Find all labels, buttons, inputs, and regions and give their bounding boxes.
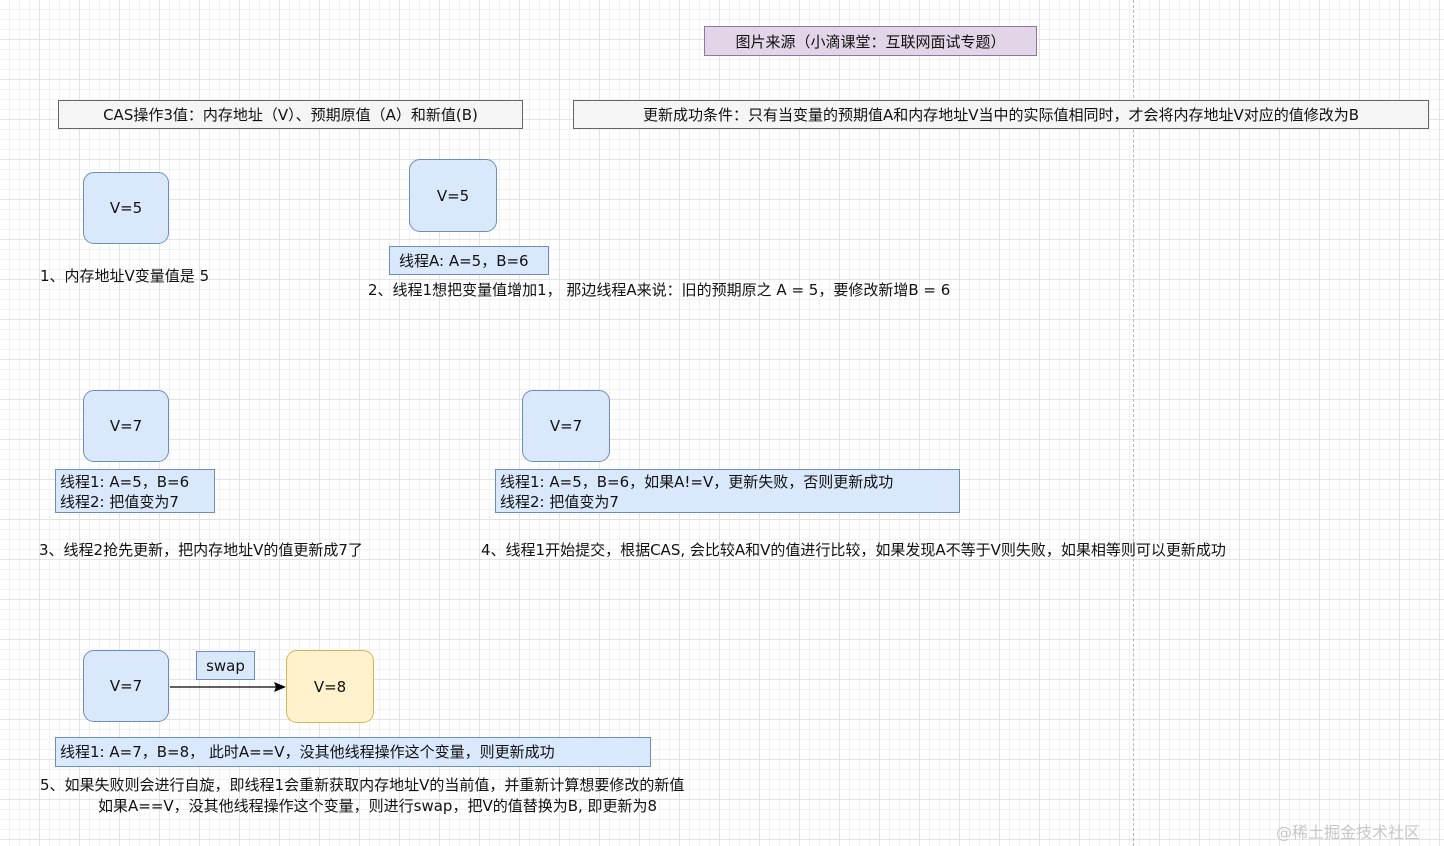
swap-label: swap (196, 651, 255, 680)
thread-a-note: 线程A: A=5，B=6 (389, 246, 549, 275)
page-boundary-guide (1133, 0, 1134, 846)
threads-note-step3: 线程1: A=5，B=6 线程2: 把值变为7 (55, 469, 215, 513)
memory-v-node-step5-new: V=8 (286, 650, 374, 723)
memory-v-node-step4: V=7 (522, 390, 610, 462)
step5-caption-line1: 5、如果失败则会进行自旋，即线程1会重新获取内存地址V的当前值，并重新计算想要修… (40, 776, 685, 794)
thread1-success-note: 线程1: A=7，B=8， 此时A==V，没其他线程操作这个变量，则更新成功 (55, 737, 651, 767)
swap-arrow (170, 682, 286, 692)
memory-v-node-step3: V=7 (83, 390, 169, 462)
threads-note-step4: 线程1: A=5，B=6，如果A!=V，更新失败，否则更新成功 线程2: 把值变… (495, 469, 960, 513)
image-source-label: 图片来源（小滴课堂：互联网面试专题） (704, 26, 1037, 56)
thread2-line-step4: 线程2: 把值变为7 (500, 493, 619, 511)
watermark: @稀土掘金技术社区 (1276, 823, 1421, 842)
thread1-line-step4: 线程1: A=5，B=6，如果A!=V，更新失败，否则更新成功 (500, 473, 894, 491)
step3-caption: 3、线程2抢先更新，把内存地址V的值更新成7了 (39, 541, 363, 559)
memory-v-node-step2: V=5 (409, 159, 497, 232)
step2-caption: 2、线程1想把变量值增加1， 那边线程A来说：旧的预期原之 A = 5，要修改新… (368, 281, 951, 299)
cas-three-values-label: CAS操作3值：内存地址（V）、预期原值（A）和新值(B) (58, 100, 523, 129)
memory-v-node-step1: V=5 (83, 172, 169, 244)
step5-caption-line2: 如果A==V，没其他线程操作这个变量，则进行swap，把V的值替换为B, 即更新… (98, 797, 658, 815)
memory-v-node-step5-old: V=7 (83, 650, 169, 722)
step4-caption: 4、线程1开始提交，根据CAS, 会比较A和V的值进行比较，如果发现A不等于V则… (481, 541, 1226, 559)
update-success-condition-label: 更新成功条件：只有当变量的预期值A和内存地址V当中的实际值相同时，才会将内存地址… (573, 100, 1429, 129)
thread1-line-step3: 线程1: A=5，B=6 (60, 473, 190, 491)
thread2-line-step3: 线程2: 把值变为7 (60, 493, 179, 511)
step1-caption: 1、内存地址V变量值是 5 (40, 267, 210, 285)
